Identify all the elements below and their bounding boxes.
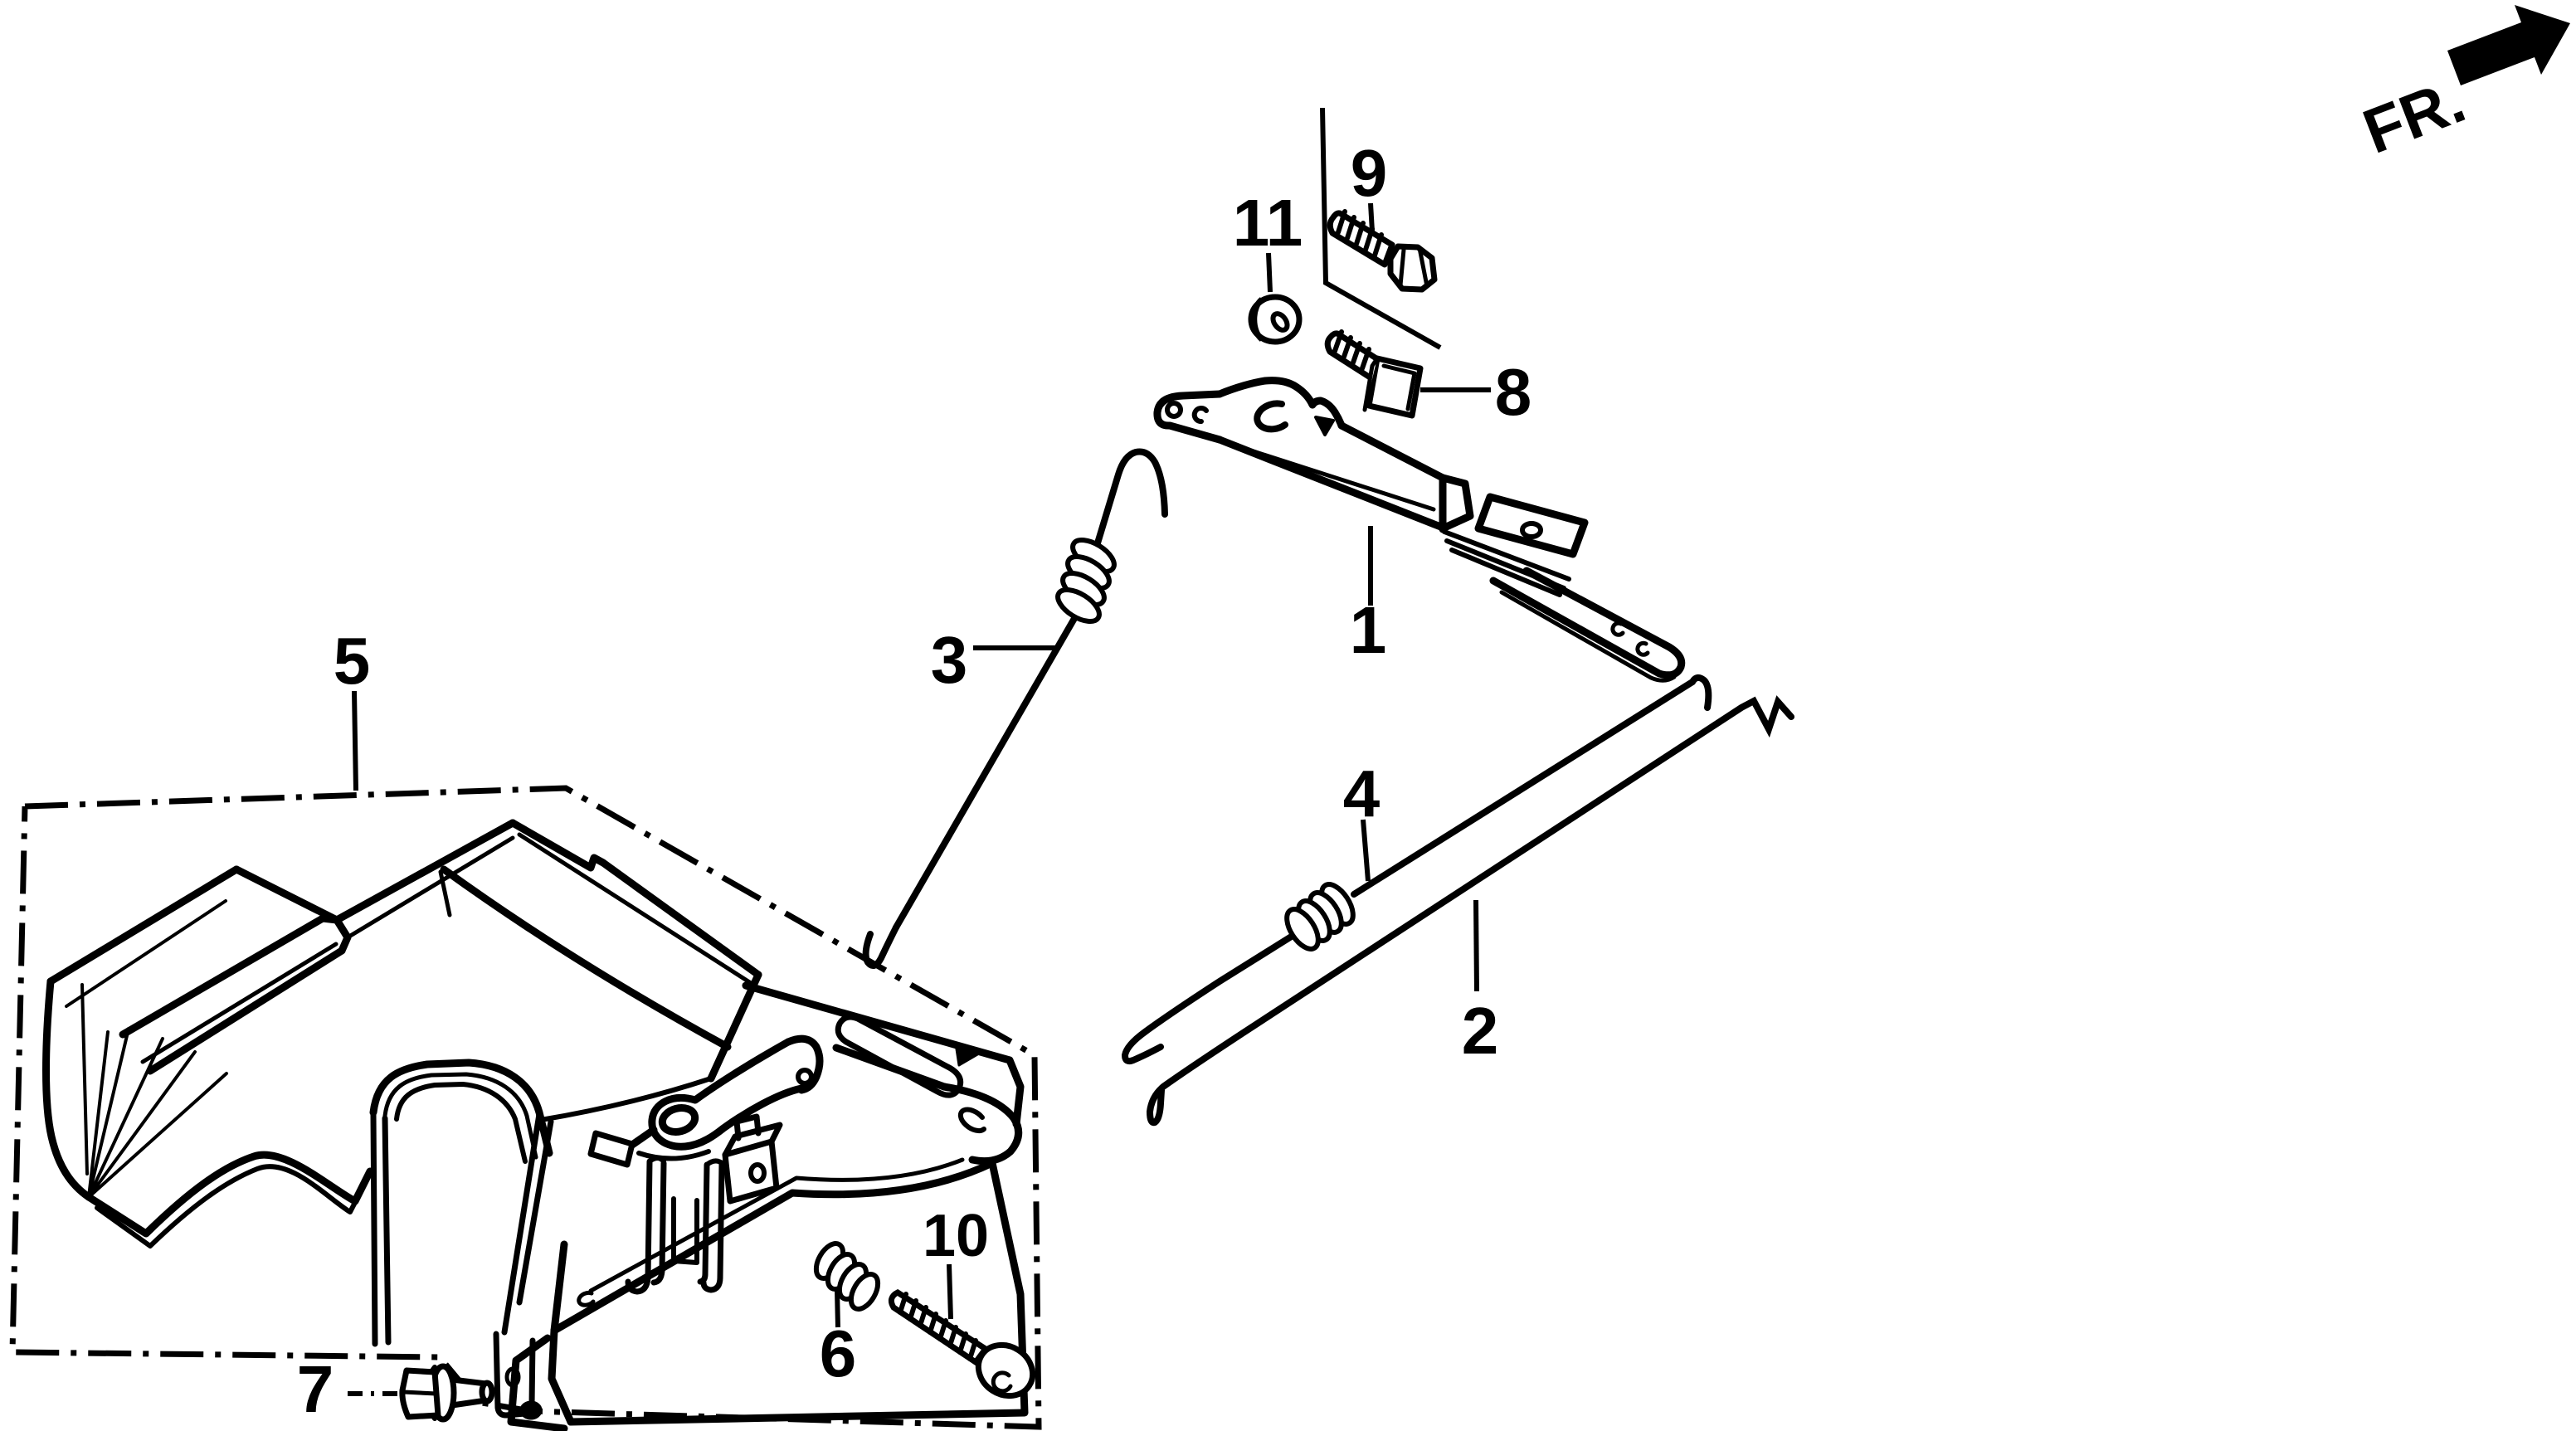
svg-text:9: 9 xyxy=(1351,136,1388,210)
svg-text:10: 10 xyxy=(923,1203,989,1269)
svg-text:6: 6 xyxy=(820,1317,857,1390)
svg-text:4: 4 xyxy=(1343,757,1381,830)
svg-text:2: 2 xyxy=(1462,994,1499,1068)
svg-text:11: 11 xyxy=(1233,186,1303,260)
svg-text:3: 3 xyxy=(931,623,968,697)
svg-text:5: 5 xyxy=(334,624,371,698)
svg-text:8: 8 xyxy=(1495,355,1532,429)
svg-text:7: 7 xyxy=(297,1352,334,1426)
